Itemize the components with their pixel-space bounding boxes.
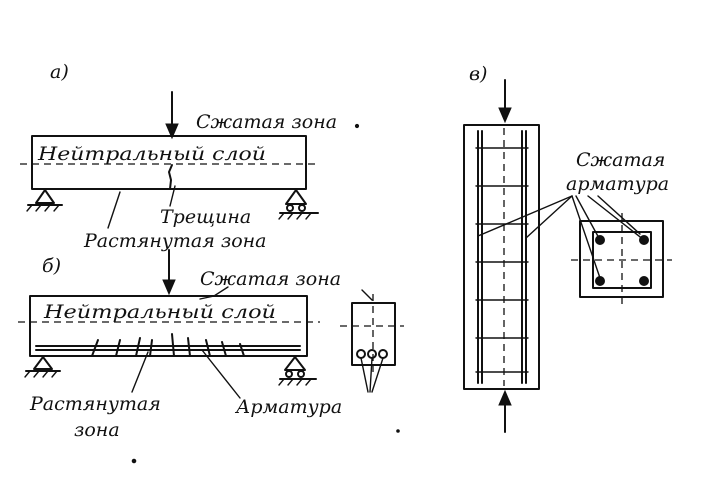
panel-v-letter: в) [469, 63, 487, 85]
label-reinforcement: Арматура [234, 396, 342, 418]
panel-a: а) Сжатая зона [20, 61, 360, 252]
panel-a-letter: а) [50, 61, 69, 83]
leader-tension-zone-a [107, 191, 121, 229]
load-arrowhead-bottom-v [498, 389, 512, 406]
leader-crack [169, 185, 176, 207]
cracks-b [91, 333, 245, 357]
label-compressed-zone-b: Сжатая зона [200, 268, 341, 290]
crack-a [168, 164, 173, 190]
load-arrowhead-a [165, 123, 179, 140]
load-arrowhead-b [162, 279, 176, 296]
label-tension-zone-b-line2: зона [74, 419, 120, 441]
leader-compressed-zone-b [199, 286, 229, 300]
column [463, 124, 540, 390]
stray-dot-2 [396, 429, 400, 433]
panel-b: б) [18, 249, 404, 464]
stray-dot [354, 123, 360, 129]
label-compressed-v-line1: Сжатая [576, 149, 665, 171]
column-section [571, 213, 672, 306]
support-left-b [24, 356, 61, 378]
label-compressed-v-line2: арматура [566, 173, 669, 195]
leader-compressed-zone-section [361, 289, 373, 301]
leader-reinforcement [201, 349, 241, 399]
load-arrowhead-top-v [498, 107, 512, 124]
support-right-b [278, 356, 317, 386]
label-tension-zone-b-line1: Растянутая [29, 393, 161, 415]
support-right-a [278, 189, 319, 220]
stray-dot-3 [131, 458, 137, 464]
label-neutral-layer-a: Нейтральный слой [37, 143, 266, 165]
label-tension-zone-a: Растянутая зона [83, 230, 267, 252]
leaders-compressed-rebar [477, 195, 645, 279]
beam-b [29, 295, 308, 357]
panel-v: в) [463, 63, 672, 433]
label-neutral-layer-b: Нейтральный слой [43, 301, 276, 323]
leader-tension-zone-b [131, 351, 149, 393]
panel-b-letter: б) [42, 255, 61, 277]
cross-section-b [340, 294, 404, 393]
support-left-a [26, 189, 63, 212]
label-compressed-zone-a: Сжатая зона [196, 111, 337, 133]
label-crack: Трещина [160, 206, 251, 228]
column-stirrups [475, 147, 529, 373]
